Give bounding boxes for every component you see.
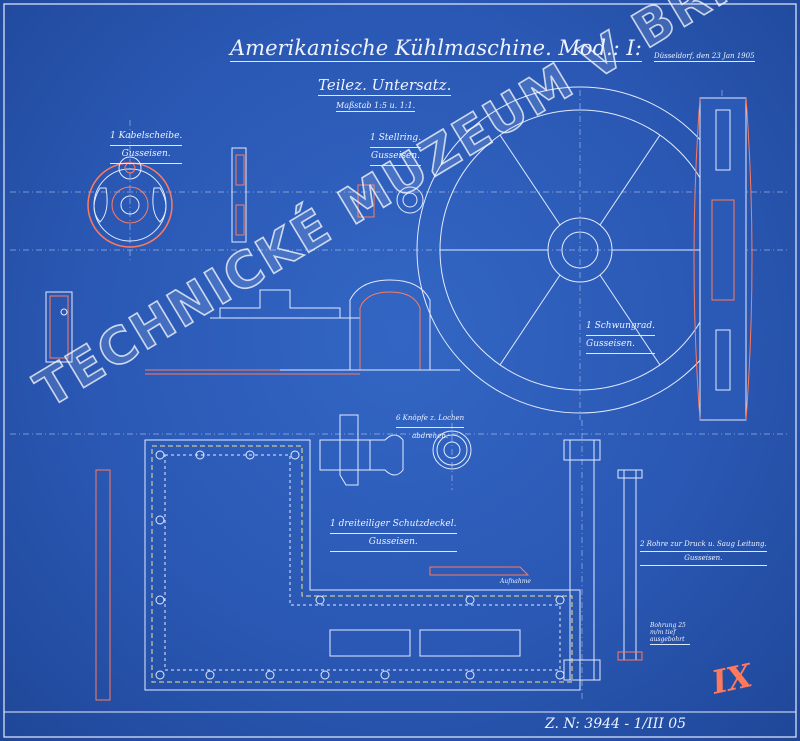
bracket-drawing	[45, 279, 460, 375]
pipes-drawing	[563, 439, 643, 681]
scale-note: Maßstab 1:5 u. 1:1.	[336, 101, 416, 112]
bore-note: Bohrung 25 m/m tief ausgebohrt	[650, 622, 690, 645]
part-material: Gusseisen.	[330, 534, 457, 552]
part-label-knobs: 6 Knöpfe z. Lochen abdrehen.	[396, 410, 465, 444]
protective-cover-drawing	[95, 439, 581, 701]
flywheel-drawing	[416, 86, 753, 421]
collar-drawing	[357, 184, 424, 218]
red-stamp-mark: IX	[708, 656, 756, 702]
knob-drawing	[319, 414, 472, 486]
part-name: 1 Stellring.	[370, 130, 422, 148]
part-label-cover: 1 dreiteiliger Schutzdeckel. Gusseisen.	[330, 516, 457, 552]
drawing-title: Amerikanische Kühlmaschine. Mod.: I:	[230, 36, 642, 62]
part-label-pipes: 2 Rohre zur Druck u. Saug Leitung. Gusse…	[640, 538, 767, 566]
drawing-subtitle: Teilez. Untersatz.	[318, 76, 452, 96]
part-name: 6 Knöpfe z. Lochen	[396, 410, 465, 428]
part-material: abdrehen.	[412, 432, 449, 440]
part-material: Gusseisen.	[370, 148, 422, 166]
part-material: Gusseisen.	[640, 552, 767, 566]
part-name: 1 Kabelscheibe.	[110, 128, 183, 146]
part-label-flywheel: 1 Schwungrad. Gusseisen.	[586, 318, 655, 354]
date-note: Düsseldorf, den 23 Jan 1905	[654, 52, 755, 62]
sheet-border	[3, 3, 797, 738]
part-material: Gusseisen.	[586, 336, 655, 354]
part-label-cable-pulley: 1 Kabelscheibe. Gusseisen.	[110, 128, 183, 164]
part-name: 2 Rohre zur Druck u. Saug Leitung.	[640, 538, 767, 552]
part-label-collar: 1 Stellring. Gusseisen.	[370, 130, 422, 166]
drawing-number: Z. N: 3944 - 1/III 05	[545, 716, 687, 732]
part-material: Gusseisen.	[110, 146, 183, 164]
part-name: 1 Schwungrad.	[586, 318, 655, 336]
part-name: 1 dreiteiliger Schutzdeckel.	[330, 516, 457, 534]
frame-note: Aufnahme	[500, 578, 531, 585]
